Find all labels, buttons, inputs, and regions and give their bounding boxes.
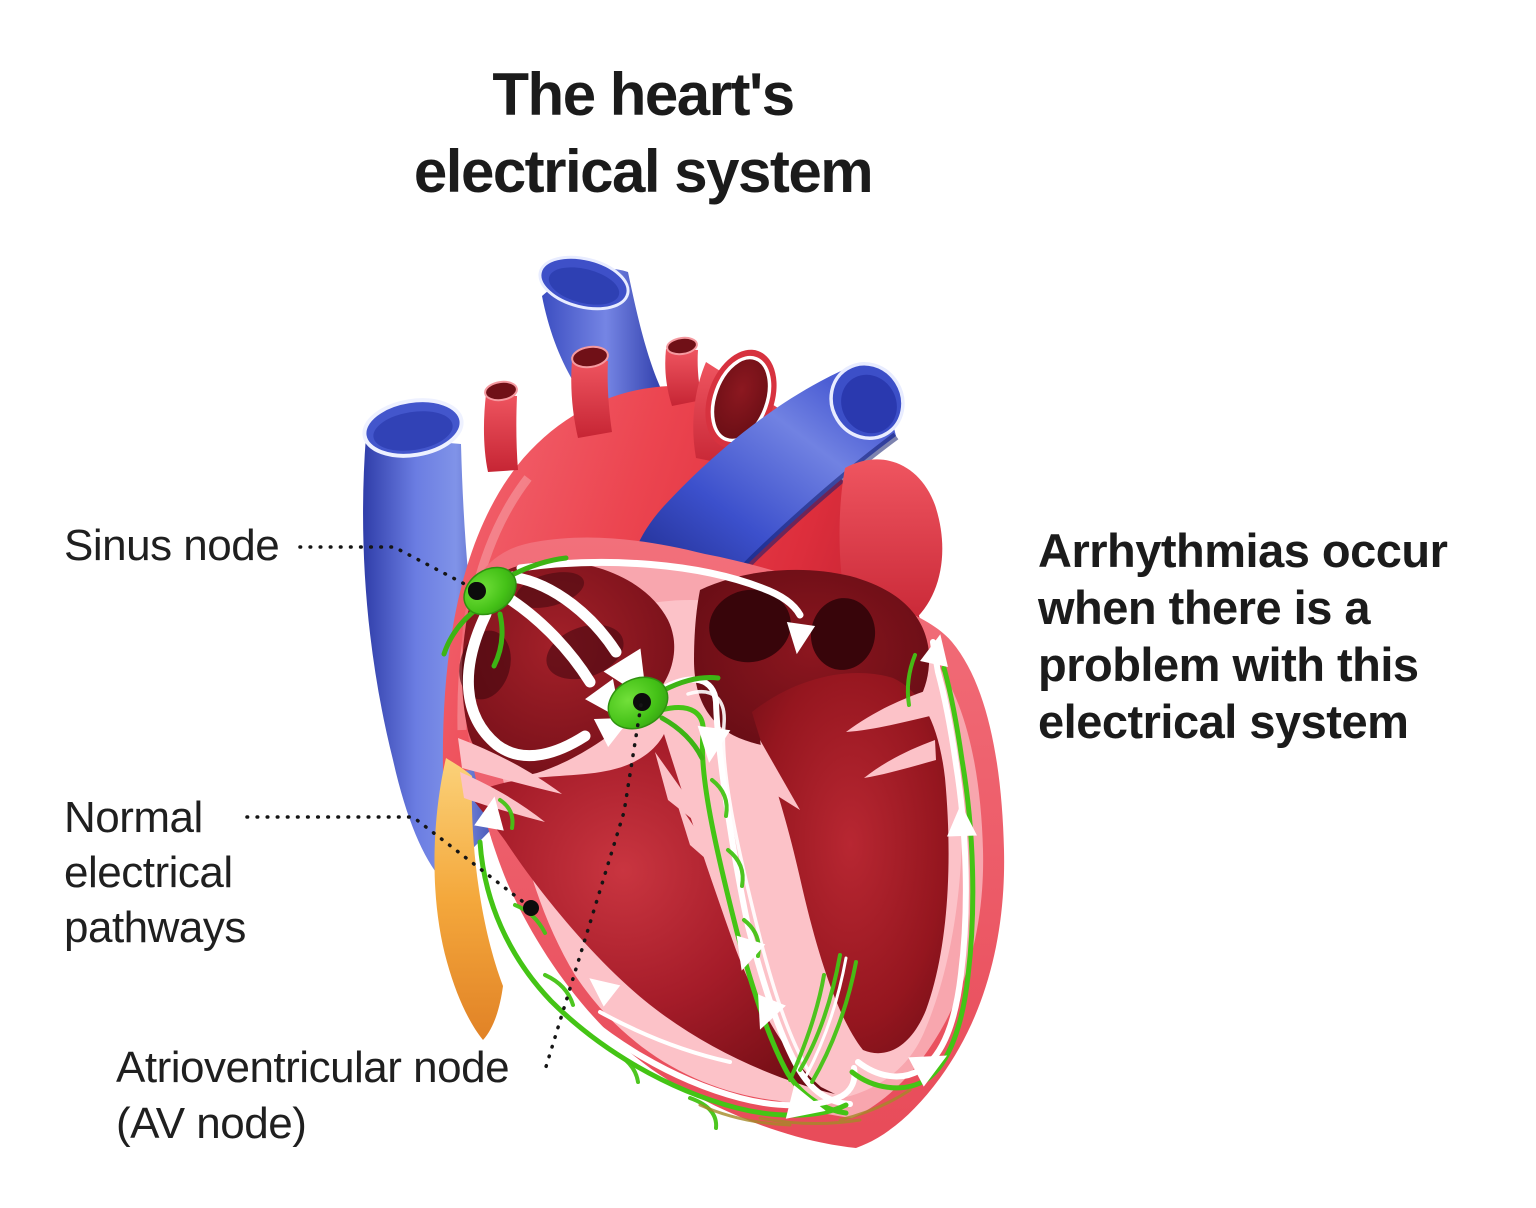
sinus-leader-dot — [468, 582, 484, 598]
right-ventricle-chamber — [470, 734, 835, 1094]
internodal-pathway-arrows — [462, 571, 622, 762]
callout-line-4: electrical system — [1038, 695, 1409, 748]
pathways-leader-dot — [523, 900, 539, 916]
av-label-line-1: Atrioventricular node — [116, 1043, 510, 1092]
aortic-branch-stub-2 — [571, 345, 612, 438]
page-title: The heart's electrical system — [293, 56, 993, 210]
label-leader-lines — [245, 545, 643, 1072]
title-line-2: electrical system — [413, 138, 874, 205]
purkinje-fibers-olive — [698, 1088, 912, 1127]
pathways-label-line-3: pathways — [64, 903, 246, 952]
arrhythmia-callout: Arrhythmias occur when there is a proble… — [1038, 522, 1448, 750]
callout-line-3: problem with this — [1038, 638, 1419, 691]
aortic-branch-stub-3 — [665, 336, 702, 406]
pulmonary-vein-opening-left — [709, 589, 791, 663]
av-node-dot — [633, 693, 651, 711]
callout-line-1: Arrhythmias occur — [1038, 524, 1448, 577]
av-label-line-2: (AV node) — [116, 1099, 307, 1148]
callout-line-2: when there is a — [1038, 581, 1371, 634]
papillary-spikes — [458, 690, 936, 880]
label-normal-electrical-pathways: Normal electrical pathways — [64, 790, 246, 955]
pathways-label-line-2: electrical — [64, 848, 233, 897]
aortic-branch-stub-1 — [483, 380, 518, 472]
label-av-node: Atrioventricular node (AV node) — [116, 1040, 510, 1152]
pathways-label-line-1: Normal — [64, 793, 203, 842]
pulmonary-artery-top — [538, 255, 668, 424]
leader-line-sinus — [298, 545, 478, 592]
purkinje-fibers — [498, 653, 917, 1130]
av-node-marker — [607, 675, 721, 761]
title-line-1: The heart's — [492, 61, 795, 128]
purkinje-white-strand — [804, 956, 848, 1078]
bachmann-bundle-arrow — [516, 558, 804, 619]
epicardial-fat-pad — [434, 758, 503, 1040]
pulmonary-vein-opening-right — [810, 598, 876, 670]
conduction-arrowheads — [474, 622, 977, 1119]
label-sinus-node: Sinus node — [64, 521, 280, 570]
